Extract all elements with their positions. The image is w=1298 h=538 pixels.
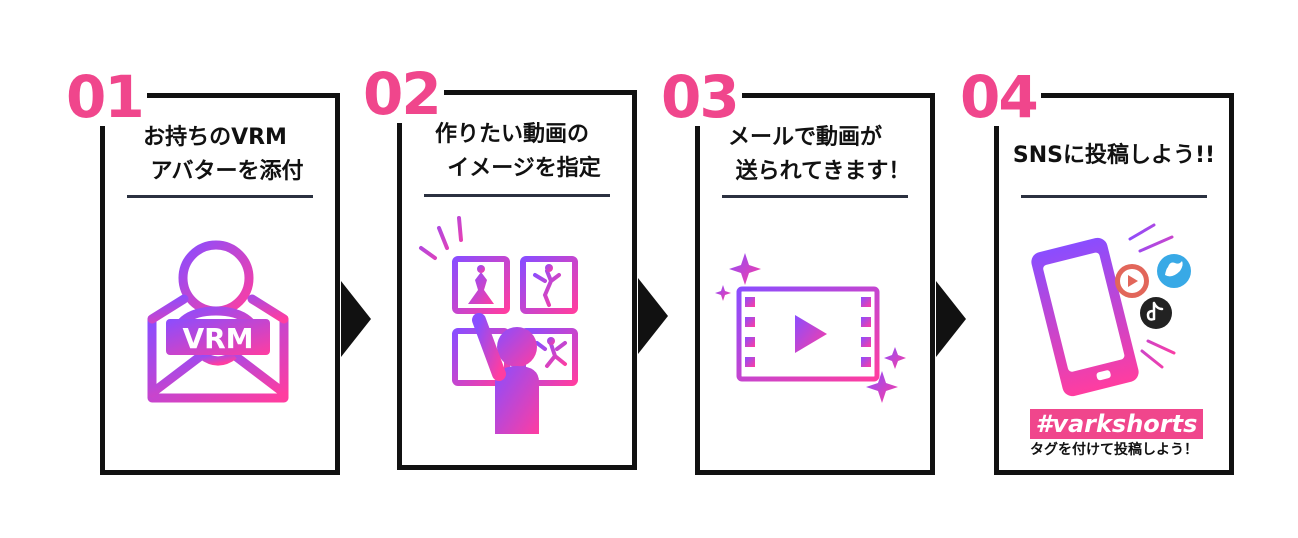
- step-divider: [127, 195, 313, 198]
- step-number: 03: [657, 68, 742, 126]
- step-divider: [1021, 195, 1207, 198]
- step-title: メールで動画が 送られてきます！: [695, 121, 935, 189]
- smartphone-sns-icon: [1034, 221, 1214, 391]
- step-title: お持ちのVRM アバターを添付: [100, 121, 340, 189]
- step-3: 03 メールで動画が 送られてきます！: [695, 93, 935, 475]
- select-image-icon: [417, 214, 617, 434]
- envelope-label: VRM: [182, 322, 253, 355]
- step-divider: [424, 194, 610, 197]
- arrow-right-icon: [341, 281, 371, 357]
- step-number: 01: [62, 68, 147, 126]
- hashtag-note: タグを付けて投稿しよう！: [994, 439, 1234, 459]
- step-title: 作りたい動画の イメージを指定: [397, 118, 637, 186]
- step-title: SNSに投稿しよう!!: [994, 139, 1234, 173]
- step-2: 02 作りたい動画の イメージを指定: [397, 90, 637, 470]
- step-1: 01 お持ちのVRM アバターを添付 VRM: [100, 93, 340, 475]
- envelope-avatar-icon: VRM: [144, 233, 294, 403]
- video-film-icon: [717, 251, 917, 411]
- step-4: 04 SNSに投稿しよう!! #varkshorts タグを付けて投稿しよう！: [994, 93, 1234, 475]
- step-number: 04: [956, 68, 1041, 126]
- step-number: 02: [359, 65, 444, 123]
- arrow-right-icon: [936, 281, 966, 357]
- step-divider: [722, 195, 908, 198]
- arrow-right-icon: [638, 278, 668, 354]
- hashtag-label: #varkshorts: [1030, 409, 1203, 439]
